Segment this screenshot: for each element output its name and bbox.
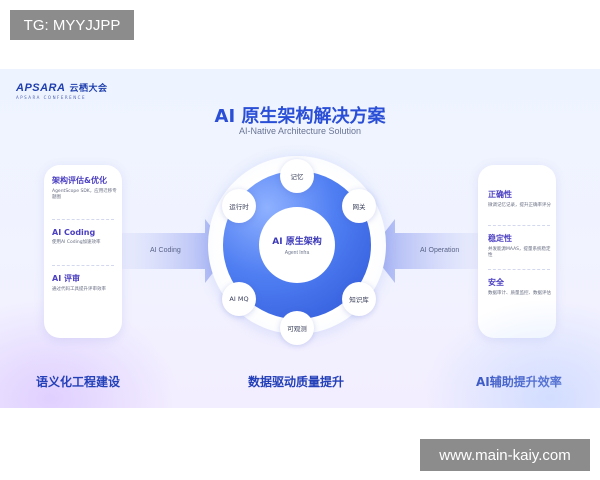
right-card-item-correctness: 正确性 微调记忆记录，提升正确率评分 [488, 189, 554, 209]
right-card-desc-1: 微调记忆记录，提升正确率评分 [488, 203, 551, 208]
right-arrow [370, 219, 478, 283]
right-card: 正确性 微调记忆记录，提升正确率评分 稳定性 并发能源MAAS，提量系统稳定性 … [478, 165, 556, 338]
left-card-title-3: AI 评审 [52, 274, 80, 283]
left-card-desc-2: 使用AI Coding加速效率 [52, 240, 101, 245]
right-card-title-3: 安全 [488, 278, 504, 287]
left-arrow [122, 219, 230, 283]
right-card-item-stability: 稳定性 并发能源MAAS，提量系统稳定性 [488, 233, 554, 259]
left-card-item-review: AI 评审 通过代码工具提升评审效率 [52, 273, 118, 293]
right-card-desc-3: 数据审计、质量监控、数据评估 [488, 291, 551, 296]
right-card-item-security: 安全 数据审计、质量监控、数据评估 [488, 277, 554, 297]
slide-title: AI 原生架构解决方案 [214, 106, 386, 127]
slide-subtitle: AI-Native Architecture Solution [238, 126, 362, 136]
logo-brand: APSARA [16, 81, 66, 94]
left-card-desc-1: AgentScope SDK，应用迁移专题图 [52, 189, 117, 200]
watermark-tag: TG: MYYJJPP [10, 10, 134, 40]
arrows-layer [122, 219, 478, 283]
core-center: AI 原生架构 Agent Infra [259, 207, 335, 283]
card-divider [52, 219, 114, 220]
logo-subtitle: APSARA CONFERENCE [16, 95, 87, 100]
left-arrow-label: AI Coding [150, 247, 181, 254]
bottom-label-right: AI辅助提升效率 [476, 375, 562, 389]
node-runtime: 运行时 [222, 189, 256, 223]
right-card-desc-2: 并发能源MAAS，提量系统稳定性 [488, 247, 551, 258]
apsara-logo: APSARA 云栖大会 APSARA CONFERENCE [16, 81, 108, 101]
node-memory: 记忆 [280, 159, 314, 193]
left-card-item-coding: AI Coding 使用AI Coding加速效率 [52, 228, 118, 246]
core-title: AI 原生架构 [272, 237, 322, 247]
bottom-label-left: 语义化工程建设 [36, 375, 121, 389]
right-card-title-1: 正确性 [488, 190, 512, 199]
card-divider [488, 225, 550, 226]
watermark-url: www.main-kaiy.com [420, 439, 590, 471]
left-card-desc-3: 通过代码工具提升评审效率 [52, 287, 106, 292]
bottom-label-center: 数据驱动质量提升 [248, 375, 345, 389]
node-knowledge-base: 知识库 [342, 282, 376, 316]
left-card: 架构评估&优化 AgentScope SDK，应用迁移专题图 AI Coding… [44, 165, 122, 338]
right-card-title-2: 稳定性 [488, 234, 512, 243]
left-card-item-assess: 架构评估&优化 AgentScope SDK，应用迁移专题图 [52, 175, 118, 201]
node-ai-mq: AI MQ [222, 282, 256, 316]
core-subtitle: Agent Infra [284, 250, 310, 256]
logo-brand-cn: 云栖大会 [69, 83, 108, 93]
slide: APSARA 云栖大会 APSARA CONFERENCE AI 原生架构解决方… [0, 69, 600, 408]
node-observability: 可观测 [280, 311, 314, 345]
node-gateway: 网关 [342, 189, 376, 223]
left-card-title-1: 架构评估&优化 [52, 176, 107, 185]
card-divider [488, 269, 550, 270]
right-arrow-label: AI Operation [420, 247, 460, 254]
card-divider [52, 265, 114, 266]
left-card-title-2: AI Coding [52, 228, 96, 237]
